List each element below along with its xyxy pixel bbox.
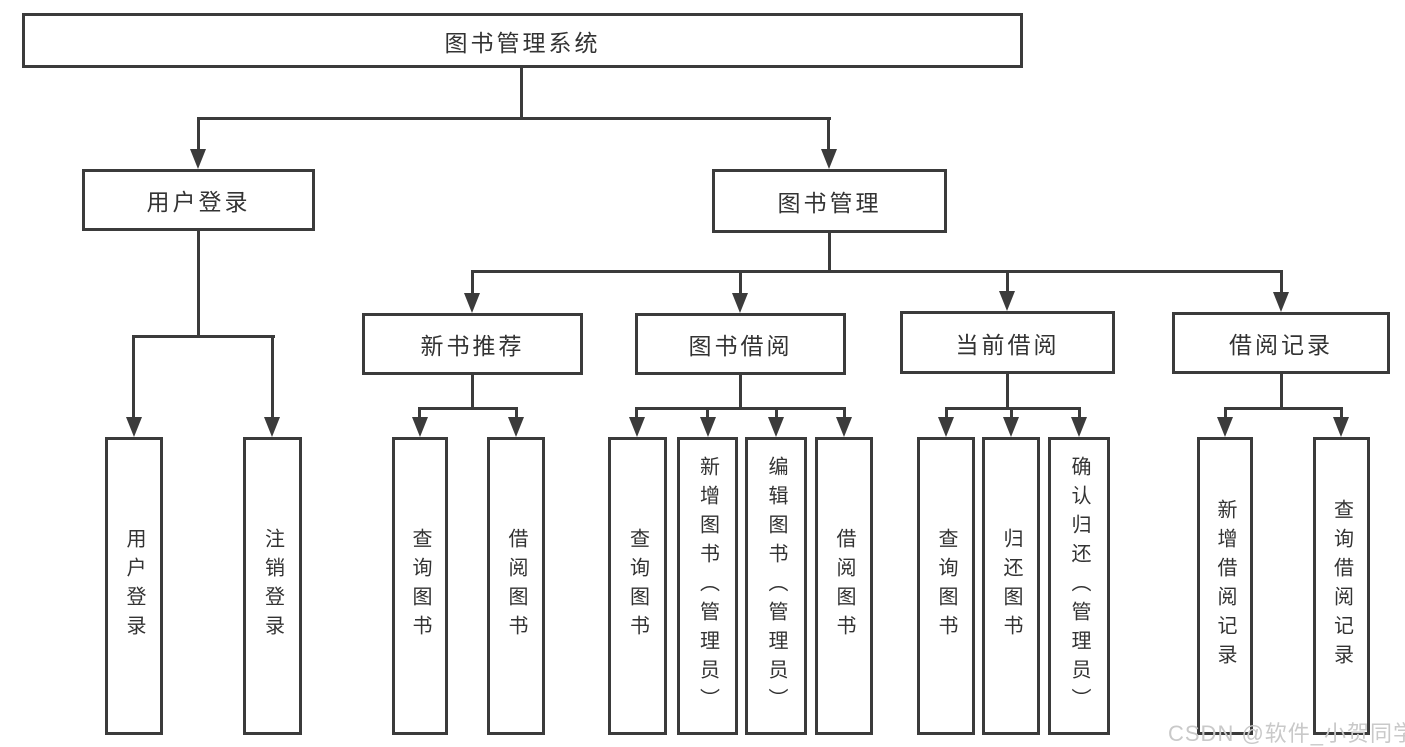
leaf-label: 借阅图书 bbox=[505, 528, 527, 644]
leaf-label: 确认归还（管理员） bbox=[1068, 455, 1090, 717]
arrowhead-icon bbox=[1333, 417, 1349, 437]
connector-line bbox=[197, 117, 831, 120]
node-label: 图书管理 bbox=[777, 190, 882, 216]
node-label: 当前借阅 bbox=[955, 331, 1060, 358]
connector-line bbox=[471, 270, 474, 296]
node-user-login: 用户登录 bbox=[82, 169, 315, 231]
node-book-borrow: 图书借阅 bbox=[635, 313, 846, 375]
node-label: 图书借阅 bbox=[688, 333, 793, 359]
connector-line bbox=[271, 335, 274, 419]
arrowhead-icon bbox=[126, 417, 142, 437]
leaf-label: 新增图书（管理员） bbox=[696, 455, 719, 717]
arrowhead-icon bbox=[629, 417, 645, 437]
connector-line bbox=[775, 407, 778, 421]
connector-line bbox=[843, 407, 846, 421]
connector-line bbox=[828, 233, 831, 273]
leaf-logout: 注销登录 bbox=[243, 437, 302, 735]
arrowhead-icon bbox=[1071, 417, 1087, 437]
connector-line bbox=[1224, 407, 1343, 410]
arrowhead-icon bbox=[768, 417, 784, 437]
leaf-query-borrow-record: 查询借阅记录 bbox=[1313, 437, 1370, 735]
connector-line bbox=[706, 407, 709, 421]
connector-line bbox=[636, 407, 846, 410]
arrowhead-icon bbox=[821, 149, 837, 169]
leaf-label: 查询借阅记录 bbox=[1330, 499, 1353, 673]
connector-line bbox=[1340, 407, 1343, 421]
leaf-label: 注销登录 bbox=[261, 528, 284, 644]
connector-line bbox=[132, 335, 135, 419]
connector-line bbox=[1224, 407, 1227, 421]
arrowhead-icon bbox=[508, 417, 524, 437]
leaf-label: 新增借阅记录 bbox=[1214, 499, 1236, 673]
connector-line bbox=[471, 375, 474, 410]
node-book-management: 图书管理 bbox=[712, 169, 947, 233]
connector-line bbox=[945, 407, 1081, 410]
leaf-label: 编辑图书（管理员） bbox=[765, 455, 787, 717]
leaf-query-books-current: 查询图书 bbox=[917, 437, 975, 735]
leaf-label: 查询图书 bbox=[626, 528, 649, 644]
arrowhead-icon bbox=[1003, 417, 1019, 437]
arrowhead-icon bbox=[264, 417, 280, 437]
leaf-borrow-books: 借阅图书 bbox=[815, 437, 873, 735]
connector-line bbox=[1078, 407, 1081, 421]
connector-line bbox=[418, 407, 421, 421]
connector-line bbox=[197, 117, 200, 151]
leaf-query-books-borrow: 查询图书 bbox=[608, 437, 667, 735]
connector-line bbox=[471, 270, 1282, 273]
leaf-label: 借阅图书 bbox=[833, 528, 855, 644]
leaf-borrow-books-recommend: 借阅图书 bbox=[487, 437, 545, 735]
node-current-borrow: 当前借阅 bbox=[900, 311, 1115, 374]
leaf-edit-book-admin: 编辑图书（管理员） bbox=[745, 437, 807, 735]
connector-line bbox=[945, 407, 948, 421]
connector-line bbox=[133, 335, 275, 338]
node-borrow-records: 借阅记录 bbox=[1172, 312, 1390, 374]
node-label: 用户登录 bbox=[146, 189, 251, 215]
leaf-add-book-admin: 新增图书（管理员） bbox=[677, 437, 738, 735]
leaf-label: 查询图书 bbox=[409, 528, 431, 644]
leaf-return-book: 归还图书 bbox=[982, 437, 1040, 735]
arrowhead-icon bbox=[700, 417, 716, 437]
arrowhead-icon bbox=[1273, 292, 1289, 312]
connector-line bbox=[739, 270, 742, 296]
leaf-label: 用户登录 bbox=[123, 528, 145, 644]
connector-line bbox=[827, 117, 830, 151]
connector-line bbox=[635, 407, 638, 421]
connector-line bbox=[1010, 407, 1013, 421]
arrowhead-icon bbox=[412, 417, 428, 437]
connector-line bbox=[515, 407, 518, 421]
arrowhead-icon bbox=[732, 293, 748, 313]
connector-line bbox=[419, 407, 518, 410]
connector-line bbox=[197, 231, 200, 338]
leaf-query-books-recommend: 查询图书 bbox=[392, 437, 448, 735]
arrowhead-icon bbox=[190, 149, 206, 169]
connector-line bbox=[1006, 374, 1009, 410]
node-label: 借阅记录 bbox=[1229, 332, 1333, 358]
node-label: 图书管理系统 bbox=[444, 29, 601, 56]
arrowhead-icon bbox=[938, 417, 954, 437]
connector-line bbox=[1280, 374, 1283, 410]
node-new-book-recommend: 新书推荐 bbox=[362, 313, 583, 375]
leaf-confirm-return-admin: 确认归还（管理员） bbox=[1048, 437, 1110, 735]
leaf-label: 查询图书 bbox=[935, 528, 957, 644]
arrowhead-icon bbox=[999, 291, 1015, 311]
arrowhead-icon bbox=[464, 293, 480, 313]
leaf-user-login: 用户登录 bbox=[105, 437, 163, 735]
connector-line bbox=[520, 68, 523, 118]
arrowhead-icon bbox=[1217, 417, 1233, 437]
connector-line bbox=[739, 375, 742, 410]
node-label: 新书推荐 bbox=[420, 333, 525, 359]
watermark: CSDN @软件_小贺同学 bbox=[1168, 721, 1405, 746]
leaf-label: 归还图书 bbox=[1000, 528, 1022, 644]
connector-line bbox=[1280, 270, 1283, 295]
connector-line bbox=[1006, 270, 1009, 294]
node-root: 图书管理系统 bbox=[22, 13, 1023, 68]
arrowhead-icon bbox=[836, 417, 852, 437]
leaf-add-borrow-record: 新增借阅记录 bbox=[1197, 437, 1253, 735]
